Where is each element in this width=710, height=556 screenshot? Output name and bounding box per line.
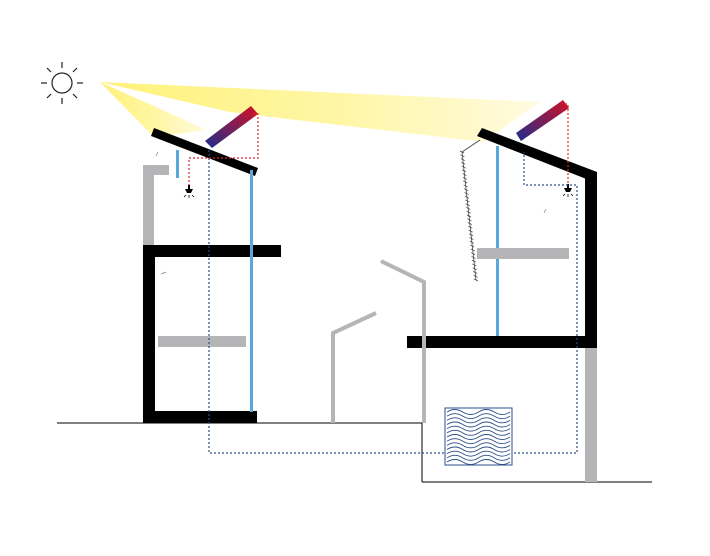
- storage-wave-line: [446, 417, 511, 424]
- hatch-mark: [467, 218, 472, 222]
- left-glazing-tall: [250, 170, 253, 412]
- hatch-mark: [470, 244, 475, 248]
- hatch-mark: [464, 195, 470, 199]
- right-outer-wall: [585, 172, 597, 348]
- hatch-mark: [473, 274, 478, 278]
- hatch-mark: [460, 158, 465, 161]
- hatch-mark: [463, 188, 469, 191]
- hatch-mark: [470, 252, 476, 255]
- hatch-mark: [468, 229, 473, 233]
- right-hot-pipe: [565, 103, 569, 186]
- right-glazing: [496, 146, 499, 336]
- hatch-mark: [471, 259, 477, 263]
- left-hot-pipe: [188, 113, 259, 186]
- hatch-mark: [466, 207, 471, 210]
- left-interior-shelf: [158, 336, 246, 347]
- storage-wave-line: [446, 425, 511, 432]
- hatch-mark: [466, 210, 471, 214]
- hatch-mark: [461, 169, 467, 173]
- middle-high-roof: [380, 259, 426, 423]
- hatch-mark: [461, 165, 466, 169]
- storage-wave-line: [446, 454, 511, 461]
- hatch-mark: [468, 233, 474, 237]
- hatch-mark: [464, 192, 469, 195]
- left-glazing-upper: [176, 150, 179, 178]
- storage-wave-line: [446, 421, 511, 428]
- right-house: [407, 128, 597, 482]
- right-interior-shelf: [477, 248, 569, 259]
- storage-wave-line: [446, 438, 511, 445]
- cold-return-pipe: [208, 150, 578, 454]
- hatch-mark: [469, 237, 474, 240]
- hatch-mark: [473, 278, 479, 282]
- hatch-mark: [470, 248, 475, 252]
- storage-wave-line: [446, 459, 511, 465]
- right-shading-hatch: [459, 150, 479, 282]
- left-ground-floor: [143, 411, 257, 423]
- left-tiny-mark-1: [155, 151, 159, 157]
- sun-rays: [100, 82, 540, 142]
- light-fixture-icon: [183, 185, 195, 198]
- hatch-mark: [467, 222, 472, 225]
- storage-wave-line: [446, 413, 511, 420]
- left-roof: [151, 128, 258, 176]
- left-house: [143, 128, 281, 423]
- storage-wave-line: [446, 409, 511, 415]
- right-tiny-mark: [543, 208, 547, 214]
- hatch-mark: [472, 267, 477, 271]
- right-floor-slab: [407, 336, 597, 348]
- middle-low-roof: [331, 311, 377, 423]
- left-upper-grey-wall: [143, 165, 154, 247]
- left-upper-grey-cap: [143, 165, 169, 175]
- light-fixture-icon: [562, 184, 574, 197]
- hatch-mark: [466, 214, 472, 218]
- storage-wave-line: [446, 446, 511, 453]
- hatch-mark: [471, 256, 476, 259]
- hatch-mark: [472, 263, 477, 267]
- hatch-mark: [459, 150, 465, 154]
- middle-structure: [331, 259, 426, 423]
- right-lower-grey-wall: [585, 348, 597, 482]
- hatch-mark: [469, 241, 475, 244]
- hatch-mark: [462, 173, 467, 176]
- hatch-mark: [461, 161, 466, 165]
- left-mid-floor: [143, 245, 281, 257]
- solar-collector-icon: [205, 106, 258, 148]
- solar-collector-icon: [516, 100, 569, 141]
- sun-ray-right: [100, 82, 540, 142]
- right-roof: [477, 128, 597, 182]
- hatch-mark: [473, 271, 478, 274]
- sun-ray-left: [100, 82, 207, 137]
- sun-icon: [41, 62, 83, 104]
- hatch-mark: [463, 180, 468, 184]
- storage-wave-line: [446, 450, 511, 457]
- storage-wave-line: [446, 442, 511, 449]
- hatch-mark: [462, 177, 468, 180]
- left-tiny-mark-2: [160, 271, 167, 275]
- hatch-mark: [463, 184, 468, 188]
- hatch-mark: [465, 203, 470, 207]
- hatch-mark: [468, 225, 473, 229]
- left-lower-wall: [143, 245, 155, 423]
- heat-storage-tank-icon: [444, 407, 513, 466]
- storage-wave-line: [446, 434, 511, 440]
- storage-wave-line: [446, 429, 511, 436]
- hatch-mark: [465, 199, 470, 203]
- hatch-mark: [460, 154, 465, 158]
